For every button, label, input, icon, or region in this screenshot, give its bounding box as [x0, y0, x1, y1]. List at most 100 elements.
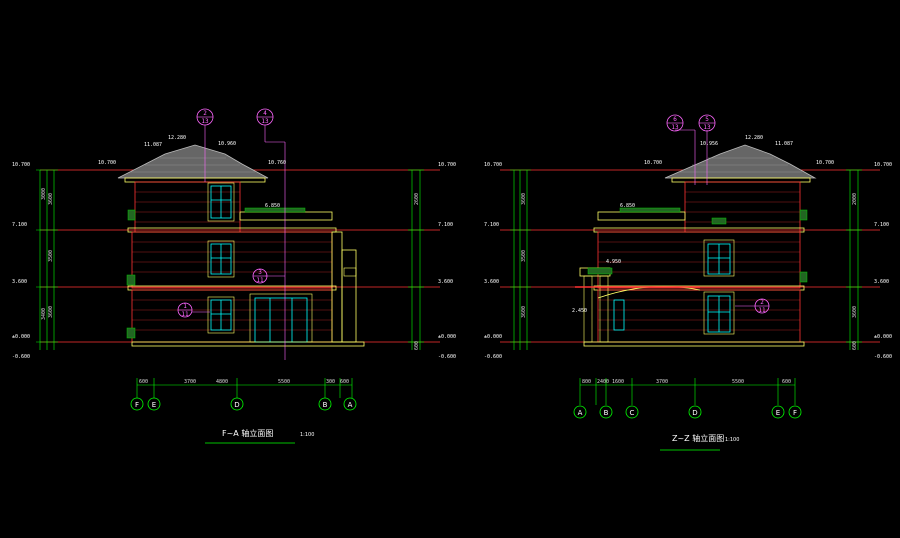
callout-number: 1: [183, 303, 187, 310]
right-view-title: Z~Z 轴立面图: [672, 433, 724, 443]
dim-label: 3500: [48, 250, 54, 262]
left-level-labels: 10.700 7.100 3.600 ±0.000 -0.600 10.700 …: [12, 162, 456, 360]
left-windows: [210, 185, 308, 343]
dim-label: 3500: [521, 250, 527, 262]
callout-number: 2: [760, 299, 764, 306]
axis-bubble: D: [234, 401, 239, 409]
level-label: 10.700: [484, 162, 502, 168]
right-eave-label-1: 10.700: [644, 160, 662, 166]
right-elevation: [500, 129, 880, 405]
left-roof-side-label-2: 10.960: [218, 141, 236, 147]
callout-sheet: 13: [201, 118, 209, 125]
dim-label: 2600: [414, 193, 420, 205]
left-dimension-lines: [36, 169, 424, 398]
level-label: -0.600: [438, 354, 456, 360]
right-terrace-label: 6.850: [620, 203, 635, 209]
callout-sheet: 11: [256, 277, 264, 284]
left-view-scale: 1:100: [300, 432, 314, 438]
callout-number: 5: [705, 116, 709, 123]
right-dimension-lines: [510, 169, 862, 405]
right-axis-bubbles: A B C D E F: [573, 405, 802, 419]
level-label: 7.100: [484, 222, 499, 228]
dim-label: 3600: [48, 193, 54, 205]
dim-label: 600: [852, 341, 858, 350]
dim-label: 1600: [612, 379, 624, 385]
dim-label: 4800: [216, 379, 228, 385]
dim-label: 600: [340, 379, 349, 385]
level-label: -0.600: [484, 354, 502, 360]
level-label: 10.700: [12, 162, 30, 168]
axis-bubble: E: [776, 409, 780, 417]
level-label: 7.100: [874, 222, 889, 228]
callout-sheet: 11: [181, 311, 189, 318]
dim-label: 3600: [48, 306, 54, 318]
right-roof-top-label: 12.280: [745, 135, 763, 141]
level-label: 3.600: [874, 279, 889, 285]
axis-bubble: A: [348, 401, 353, 409]
axis-bubble: C: [630, 409, 635, 417]
callout-number: 6: [673, 116, 677, 123]
dim-label: 3600: [521, 306, 527, 318]
right-eave-label-2: 10.700: [816, 160, 834, 166]
dim-label: 3600: [521, 193, 527, 205]
right-roof-side-label-2: 11.087: [775, 141, 793, 147]
dim-label: 2400: [597, 379, 609, 385]
left-terrace-label: 6.850: [265, 203, 280, 209]
level-label: ±0.000: [12, 334, 30, 340]
left-callouts: 2 13 4 13 3 11 1 11: [177, 108, 274, 318]
left-eave-label-1: 10.700: [98, 160, 116, 166]
right-level-lines: [500, 169, 880, 343]
left-building-body: [117, 144, 365, 347]
axis-bubble: E: [152, 401, 156, 409]
dim-label: 3600: [852, 306, 858, 318]
left-view-title: F~A 轴立面图: [222, 428, 273, 438]
axis-bubble: D: [692, 409, 697, 417]
dim-label: 800: [582, 379, 591, 385]
callout-sheet: 13: [703, 124, 711, 131]
axis-bubble: F: [135, 401, 139, 409]
dim-label: 2000: [852, 193, 858, 205]
callout-number: 4: [263, 110, 267, 117]
right-side-level: 4.950: [606, 259, 621, 265]
level-label: 3.600: [484, 279, 499, 285]
callout-sheet: 13: [671, 124, 679, 131]
dim-label: 600: [414, 341, 420, 350]
level-label: 7.100: [12, 222, 27, 228]
level-label: 3.600: [12, 279, 27, 285]
axis-bubble: B: [323, 401, 328, 409]
callout-sheet: 13: [261, 118, 269, 125]
axis-bubble: B: [604, 409, 609, 417]
right-building-body: [575, 144, 817, 347]
dim-label: 600: [782, 379, 791, 385]
level-label: -0.600: [874, 354, 892, 360]
level-label: 7.100: [438, 222, 453, 228]
right-roof-side-label-1: 10.956: [700, 141, 718, 147]
left-bottom-dims: 600 3700 4800 5500 300 600: [139, 379, 349, 385]
level-label: ±0.000: [874, 334, 892, 340]
level-label: -0.600: [12, 354, 30, 360]
callout-number: 2: [203, 110, 207, 117]
right-windows: [613, 243, 731, 333]
dim-label: 3000: [41, 188, 47, 200]
dim-label: 5500: [732, 379, 744, 385]
level-label: 10.700: [438, 162, 456, 168]
level-label: 3.600: [438, 279, 453, 285]
level-label: 10.700: [874, 162, 892, 168]
right-level-labels: 10.700 7.100 3.600 ±0.000 -0.600 10.700 …: [484, 162, 892, 360]
left-axis-bubbles: F E D B A: [130, 397, 357, 411]
left-roof-side-label-1: 11.087: [144, 142, 162, 148]
left-roof-top-label: 12.280: [168, 135, 186, 141]
right-side-level-2: 2.450: [572, 308, 587, 314]
right-vertical-dims: 3600 3500 3600 2000 3600 600: [521, 193, 858, 350]
callout-number: 3: [258, 269, 262, 276]
dim-label: 300: [326, 379, 335, 385]
callout-sheet: 11: [758, 307, 766, 314]
left-elevation: [36, 125, 440, 398]
dim-label: 5500: [278, 379, 290, 385]
dim-label: 3400: [41, 308, 47, 320]
right-callouts: 6 13 5 13 2 11: [666, 114, 770, 314]
dim-label: 3700: [184, 379, 196, 385]
left-vertical-dims: 3600 3500 3600 3000 3400 2600 600: [41, 188, 420, 350]
left-eave-label-2: 10.760: [268, 160, 286, 166]
